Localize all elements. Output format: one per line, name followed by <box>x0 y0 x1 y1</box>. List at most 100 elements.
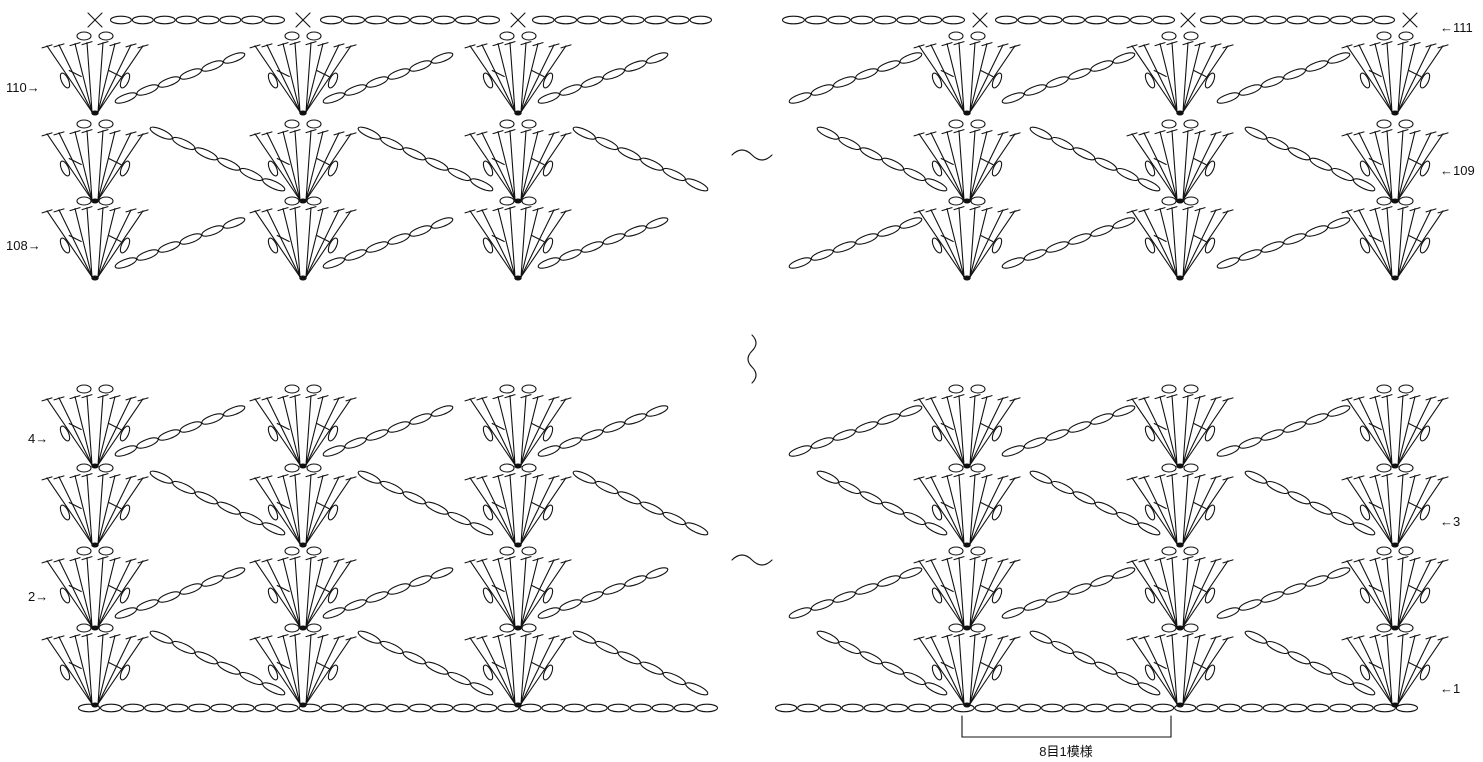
chain-stitch <box>1018 703 1042 713</box>
chain-stitch <box>114 257 138 269</box>
chain-stitch <box>409 225 432 237</box>
chain-stitch <box>179 68 203 80</box>
chain-stitch <box>832 76 856 88</box>
stitch-top-bar <box>41 132 53 137</box>
chain-stitch <box>1090 225 1114 237</box>
chain-stitch <box>855 68 879 80</box>
chain-stitch <box>1373 703 1396 713</box>
stitch-top-bar <box>69 207 81 212</box>
chain-stitch <box>222 405 246 417</box>
chain-stitch <box>344 84 367 96</box>
chain-stitch <box>1151 703 1175 713</box>
chain-stitch <box>1309 501 1333 515</box>
stitch-top-bar <box>305 129 317 134</box>
chain-stitch <box>201 225 224 237</box>
stitch-top-bar <box>548 43 560 48</box>
treble-stitch <box>969 133 1016 201</box>
chain-stitch <box>1041 703 1064 713</box>
stitch-top-bar <box>261 131 273 136</box>
treble-cluster <box>1341 546 1449 631</box>
treble-stitch <box>305 636 340 705</box>
chain-stitch <box>1352 178 1376 192</box>
chain-stitch <box>599 15 623 25</box>
stitch-top-bar <box>1210 208 1222 213</box>
chain-stitch <box>563 703 586 713</box>
row-label-4: 4→ <box>28 431 48 446</box>
chain-stitch <box>119 664 131 681</box>
treble-cluster <box>1126 196 1234 281</box>
stitch-top-bar <box>97 394 109 399</box>
chain-stitch <box>1308 15 1331 25</box>
yarn-over-mark <box>1153 234 1167 243</box>
stitch-top-bar <box>925 558 937 563</box>
treble-stitch <box>1397 45 1444 113</box>
treble-stitch <box>969 45 1016 113</box>
stitch-top-bar <box>504 129 516 134</box>
treble-stitch <box>520 560 567 628</box>
yarn-over-mark <box>108 234 122 243</box>
stitch-top-bar <box>1341 636 1353 641</box>
stitch-top-bar <box>1126 636 1138 641</box>
treble-stitch <box>946 558 965 628</box>
chain-stitch <box>931 237 943 254</box>
stitch-top-bar <box>277 474 289 479</box>
chain-stitch <box>149 126 173 140</box>
treble-stitch <box>305 208 324 278</box>
stitch-top-bar <box>333 208 345 213</box>
treble-stitch <box>1171 42 1178 113</box>
stitch-top-bar <box>953 206 965 211</box>
treble-stitch <box>1346 45 1393 113</box>
stitch-top-bar <box>913 636 925 641</box>
chain-stitch <box>1204 664 1216 681</box>
stitch-top-bar <box>1369 42 1381 47</box>
chain-stitch <box>542 160 554 177</box>
chain-stitch <box>1351 703 1374 713</box>
stitch-top-bar <box>941 634 953 639</box>
chain-stitch <box>387 583 411 595</box>
treble-cluster <box>464 463 572 548</box>
chain-stitch <box>991 425 1003 442</box>
stitch-top-bar <box>997 131 1009 136</box>
chain-stitch <box>241 15 264 25</box>
yarn-over-mark <box>1368 157 1382 166</box>
treble-stitch <box>266 132 301 201</box>
stitch-top-bar <box>1182 473 1194 478</box>
chain-stitch <box>380 480 404 495</box>
chain-stitch <box>267 72 279 89</box>
stitch-top-bar <box>1409 557 1421 562</box>
treble-stitch <box>520 634 527 705</box>
treble-cluster <box>249 546 357 631</box>
chain-stitch <box>873 15 897 25</box>
chain-stitch <box>1327 567 1351 579</box>
stitch-top-bar <box>69 395 81 400</box>
slip-stitch <box>514 275 522 281</box>
chain-stitch <box>970 119 986 129</box>
stitch-top-bar <box>1126 132 1138 137</box>
stitch-top-bar <box>333 43 345 48</box>
stitch-top-bar <box>125 635 137 640</box>
treble-stitch <box>497 475 516 545</box>
stitch-top-bar <box>1425 635 1437 640</box>
row-number-labels: 110→ 108→ ←111 ←109 4→ 2→ ←3 ←1 8目1模様 <box>6 20 1475 759</box>
treble-cluster <box>41 546 149 631</box>
treble-stitch <box>520 133 567 201</box>
stitch-top-bar <box>1409 42 1421 47</box>
treble-stitch <box>1346 398 1393 466</box>
slip-stitch <box>299 542 307 548</box>
chain-stitch <box>948 623 964 633</box>
treble-stitch <box>282 558 301 628</box>
slip-stitch <box>91 198 99 204</box>
slip-stitch <box>91 542 99 548</box>
stitch-top-bar <box>492 474 504 479</box>
chain-stitch <box>365 429 389 441</box>
chain-stitch <box>447 671 471 686</box>
stitch-top-bar <box>492 130 504 135</box>
treble-stitch <box>509 395 516 466</box>
chain-stitch <box>119 504 131 521</box>
chain-stitch <box>1112 567 1136 579</box>
chain-stitch <box>662 511 686 526</box>
chain-stitch <box>157 241 181 253</box>
chain-stitch <box>1029 470 1053 484</box>
chain-stitch <box>267 587 279 604</box>
stitch-top-bar <box>333 558 345 563</box>
